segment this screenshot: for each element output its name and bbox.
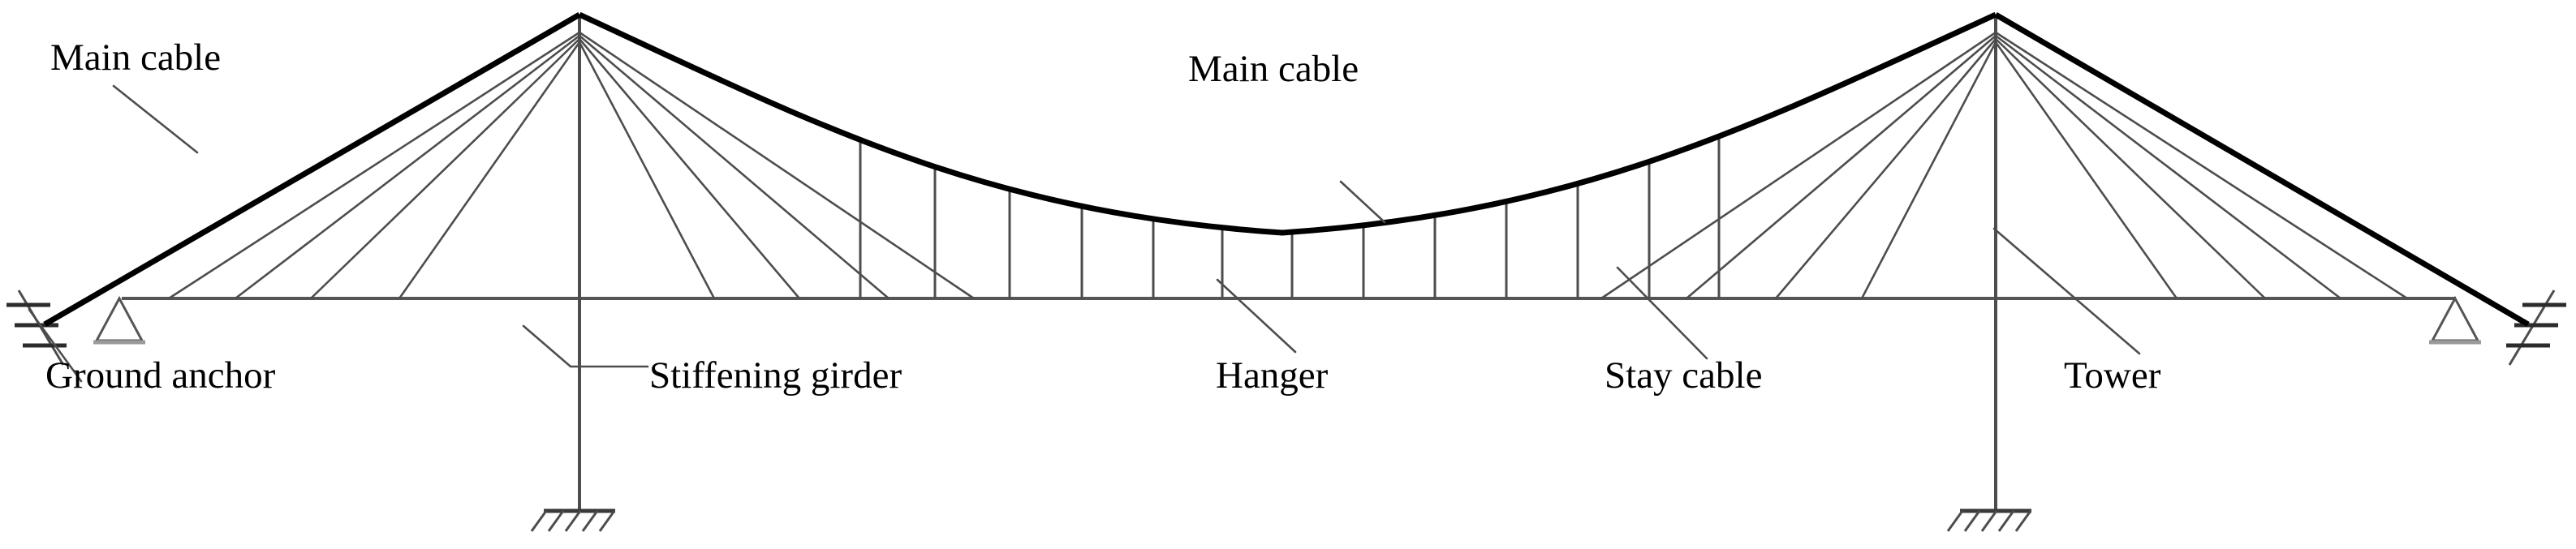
stay-cables-right-tower	[1600, 31, 2408, 300]
leader-lines-group	[28, 84, 2141, 383]
stay-cable	[168, 31, 580, 300]
label-stay-cable: Stay cable	[1605, 354, 1763, 397]
leader-tower	[1992, 227, 2141, 355]
main-cable-right-backstay	[1994, 11, 2530, 328]
main-cable-group	[43, 11, 2530, 328]
label-ground-anchor: Ground anchor	[45, 354, 276, 397]
stay-cable	[310, 38, 580, 299]
label-main-cable-mid: Main cable	[1188, 48, 1359, 90]
hangers-group	[859, 136, 1721, 298]
right-tower-foundation	[1946, 508, 2032, 532]
stay-cable	[1600, 31, 1997, 300]
stay-cable	[579, 35, 890, 299]
stay-cable	[1775, 38, 1997, 299]
stay-cable	[1860, 41, 1997, 299]
stay-cable	[1994, 41, 2178, 299]
stay-cable	[398, 41, 581, 299]
left-roller-support	[93, 295, 145, 345]
leader-stay-cable	[1616, 266, 1708, 360]
leader-stiffening-girder	[522, 324, 649, 368]
main-cable-main-span	[578, 11, 1997, 236]
leader-main-cable-mid	[1339, 180, 1386, 224]
stay-cable	[579, 31, 975, 300]
stay-cable	[1995, 31, 2408, 300]
stay-cable	[1995, 34, 2341, 300]
main-cable-left-backstay	[43, 11, 581, 328]
stay-cable	[235, 34, 580, 300]
leader-ground-anchor	[28, 308, 83, 383]
leader-main-cable-left	[112, 84, 199, 154]
label-main-cable-left: Main cable	[50, 36, 222, 79]
leader-hanger	[1216, 278, 1297, 354]
label-stiffening-girder: Stiffening girder	[649, 354, 902, 397]
stay-cables-left-tower	[168, 31, 975, 300]
stay-cable	[1686, 35, 1997, 299]
right-roller-support	[2429, 295, 2481, 345]
left-tower-foundation	[530, 508, 616, 532]
label-hanger: Hanger	[1216, 354, 1329, 397]
label-tower: Tower	[2064, 354, 2161, 397]
stay-cable	[578, 41, 716, 299]
stay-cable	[1995, 38, 2266, 299]
stay-cable	[579, 38, 800, 299]
right-ground-anchor	[2506, 290, 2566, 366]
